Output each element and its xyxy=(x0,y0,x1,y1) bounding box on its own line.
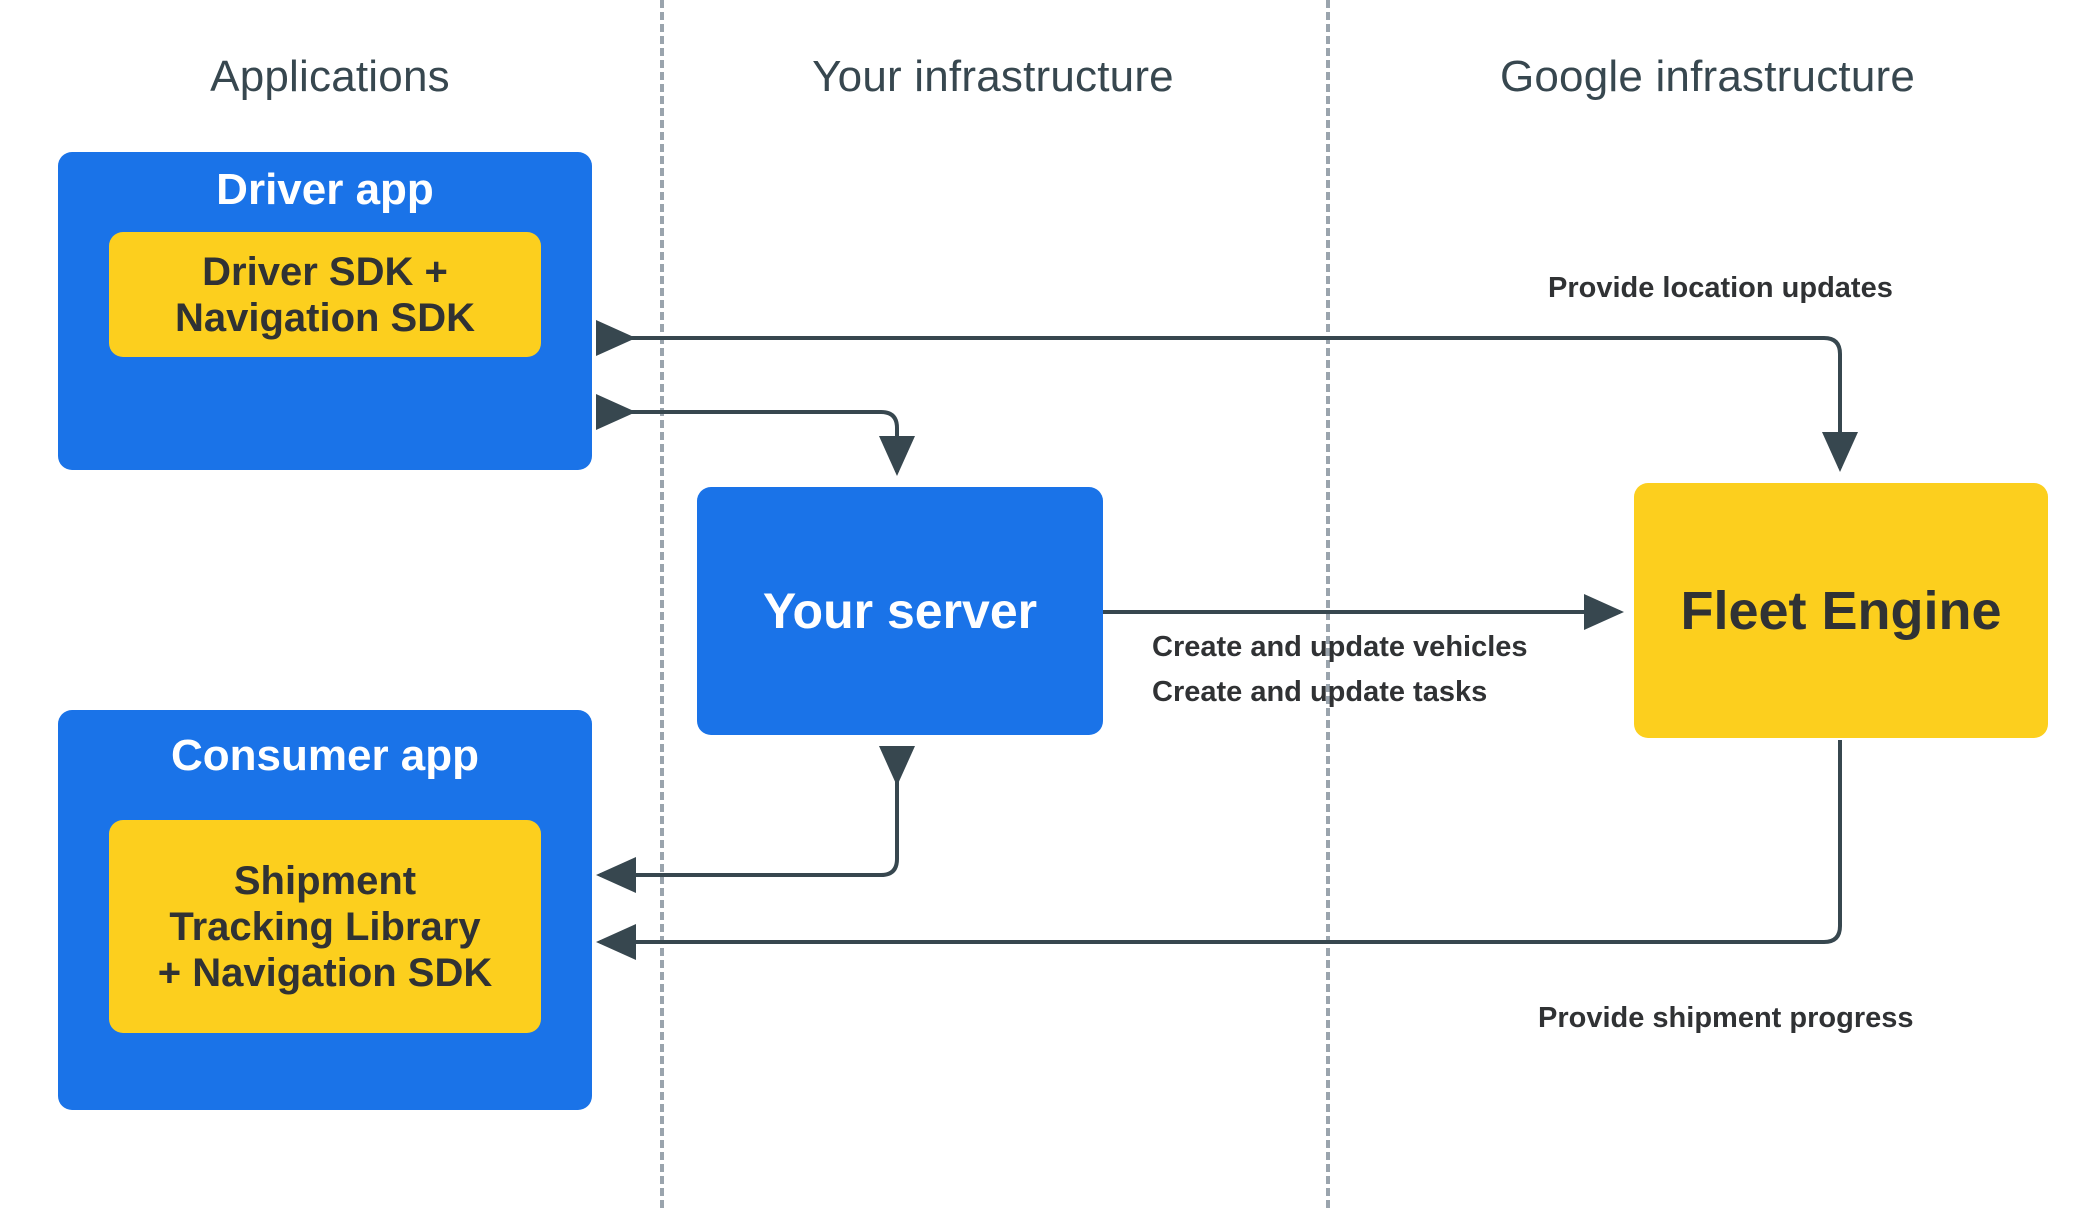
edge-label-create-and-update-tasks: Create and update tasks xyxy=(1152,676,1488,708)
consumer-app-title: Consumer app xyxy=(170,731,480,780)
node-consumer-app[interactable]: Consumer app Shipment Tracking Library +… xyxy=(58,710,592,1110)
shipment-library-label: Shipment Tracking Library + Navigation S… xyxy=(109,858,541,996)
column-heading-your-infrastructure: Your infrastructure xyxy=(812,52,1174,101)
edge-server-consumer-link xyxy=(596,746,915,893)
edge-provide-shipment-progress xyxy=(596,740,1842,960)
node-your-server[interactable]: Your server xyxy=(697,487,1103,735)
edge-label-provide-location-updates: Provide location updates xyxy=(1548,272,1893,304)
swimlane-divider-left xyxy=(660,0,664,1208)
driver-app-title: Driver app xyxy=(216,165,434,214)
node-shipment-tracking-library[interactable]: Shipment Tracking Library + Navigation S… xyxy=(109,820,541,1033)
shipment-library-line-3: + Navigation SDK xyxy=(157,950,493,995)
edge-server-driver-link xyxy=(596,394,915,476)
node-driver-app[interactable]: Driver app Driver SDK + Navigation SDK xyxy=(58,152,592,470)
node-fleet-engine[interactable]: Fleet Engine xyxy=(1634,483,2048,738)
column-heading-applications: Applications xyxy=(210,52,450,101)
driver-sdk-line-2: Navigation SDK xyxy=(174,295,476,340)
node-driver-sdk[interactable]: Driver SDK + Navigation SDK xyxy=(109,232,541,357)
shipment-library-line-1: Shipment xyxy=(233,858,417,903)
shipment-library-line-2: Tracking Library xyxy=(169,904,481,949)
driver-sdk-line-1: Driver SDK + xyxy=(202,249,448,294)
column-heading-google-infrastructure: Google infrastructure xyxy=(1499,52,1916,101)
fleet-engine-label: Fleet Engine xyxy=(1680,580,2002,641)
swimlane-divider-right xyxy=(1326,0,1330,1208)
driver-sdk-label: Driver SDK + Navigation SDK xyxy=(109,249,541,341)
edge-provide-location-updates xyxy=(596,320,1858,472)
edge-label-provide-shipment-progress: Provide shipment progress xyxy=(1538,1002,1914,1034)
your-server-label: Your server xyxy=(762,583,1038,639)
edge-label-create-and-update-vehicles: Create and update vehicles xyxy=(1152,631,1528,663)
